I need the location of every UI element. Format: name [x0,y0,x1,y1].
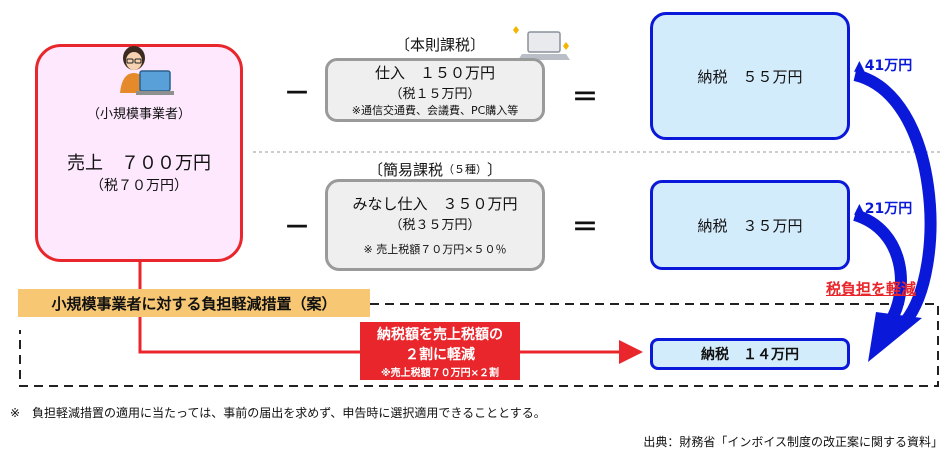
measure-line2: ２割に軽減 [405,346,475,363]
principle-purchase: 仕入 １５０万円 [374,64,495,82]
simplified-result-box: 納税 ３５万円 [650,180,850,270]
delta-middle: ▲21万円 [854,201,913,217]
simplified-purchase-tax: （税３５万円） [389,218,481,233]
simplified-heading: 〔簡易課税 （５種） 〕 [330,158,540,180]
measure-relief-box: 納税額を売上税額の ２割に軽減 ※売上税額７０万円×２割 [360,322,520,380]
minus-operator-bottom: － [283,212,310,243]
equals-operator-top: ＝ [571,82,598,113]
measure-result: 納税 １４万円 [701,347,799,363]
minus-operator-top: － [283,78,310,109]
simplified-heading-main: 〔簡易課税 [367,160,443,179]
simplified-purchase-note: ※ 売上税額７０万円×５０％ [363,243,507,256]
simplified-purchase-box: みなし仕入 ３５０万円 （税３５万円） ※ 売上税額７０万円×５０％ [325,179,545,271]
principle-purchase-box: 仕入 １５０万円 （税１５万円） ※通信交通費、会議費、PC購入等 [325,58,545,122]
measure-title: 小規模事業者に対する負担軽減措置（案） [18,289,370,317]
seller-box: （小規模事業者） 売上 ７００万円 （税７０万円） [35,44,243,262]
relief-arrow-top [853,69,937,326]
seller-sales: 売上 ７００万円 [67,153,211,174]
relief-arrow-middle [852,209,907,326]
measure-frame [19,303,939,387]
seller-role: （小規模事業者） [86,106,191,122]
footnote: ※ 負担軽減措置の適用に当たっては、事前の届出を求めず、申告時に選択適用できるこ… [10,406,546,420]
delta-top: ▲41万円 [854,58,913,74]
principle-purchase-note: ※通信交通費、会議費、PC購入等 [351,104,519,117]
seller-sales-tax: （税７０万円） [90,178,188,194]
relief-arrow-head [868,312,922,362]
principle-purchase-tax: （税１５万円） [389,87,481,102]
measure-result-box: 納税 １４万円 [650,338,850,370]
principle-heading: 〔本則課税〕 [394,35,485,54]
person-with-laptop-icon [108,43,178,103]
principle-result-box: 納税 ５５万円 [650,12,850,140]
simplified-purchase: みなし仕入 ３５０万円 [352,195,518,213]
simplified-heading-sub: （５種） [443,163,487,176]
relief-label: 税負担を軽減 [826,280,917,298]
measure-line1: 納税額を売上税額の [377,326,503,343]
source-citation: 出典：財務省「インボイス制度の改正案に関する資料」 [643,435,943,449]
measure-note: ※売上税額７０万円×２割 [380,367,500,379]
equals-operator-bottom: ＝ [571,212,598,243]
simplified-heading-close: 〕 [487,160,503,179]
simplified-result: 納税 ３５万円 [697,216,803,235]
laptop-icon [510,18,575,63]
principle-result: 納税 ５５万円 [697,67,803,86]
